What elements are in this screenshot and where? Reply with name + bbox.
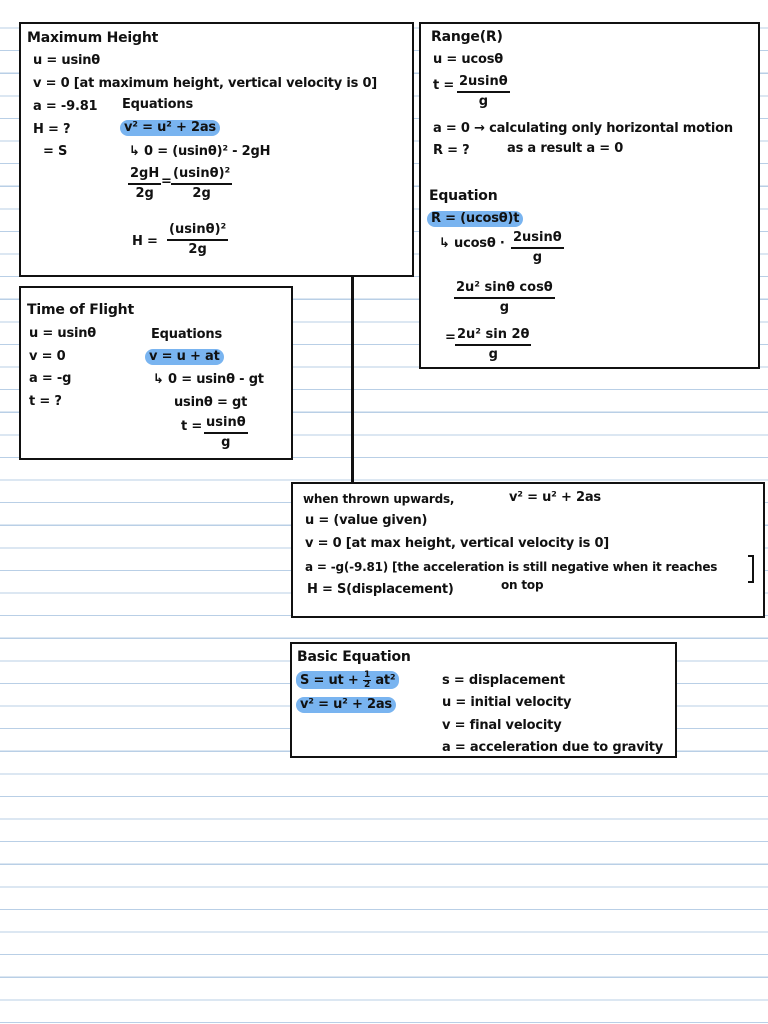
- tof-eq-highlight: v = u + at: [145, 349, 224, 365]
- mh-frac-left-num: 2gH: [128, 166, 162, 185]
- range-eq-highlight: R = (ucosθ)t: [427, 211, 524, 227]
- tu-line1: when thrown upwards,: [303, 492, 455, 506]
- basic-equation-box: Basic Equation S = ut + 1 2 at² v² = u² …: [290, 642, 677, 758]
- mh-a: a = -9.81: [33, 99, 98, 114]
- tof-result-frac: usinθ g: [204, 415, 248, 451]
- range-R: R = ?: [433, 143, 470, 158]
- tu-u: u = (value given): [305, 513, 428, 528]
- max-height-box: Maximum Height u = usinθ v = 0 [at maxim…: [19, 22, 414, 277]
- mh-frac-right-num: (usinθ)²: [171, 166, 233, 185]
- basic-eq1-num: 1: [362, 670, 371, 681]
- tof-result-num: usinθ: [204, 415, 248, 434]
- range-box: Range(R) u = ucosθ t = 2usinθ g a = 0 → …: [419, 22, 760, 369]
- basic-def-a: a = acceleration due to gravity: [442, 740, 664, 755]
- tof-result-den: g: [221, 435, 231, 450]
- range-step1-frac: 2usinθ g: [511, 230, 564, 266]
- range-step3-frac: 2u² sin 2θ g: [455, 327, 532, 363]
- tof-eq-label: Equations: [151, 327, 223, 342]
- range-t-den: g: [478, 94, 488, 109]
- mh-frac-left: 2gH 2g: [128, 166, 162, 202]
- mh-result-label: H =: [132, 234, 158, 249]
- basic-def-u: u = initial velocity: [442, 695, 572, 710]
- range-step1-den: g: [532, 250, 542, 265]
- range-a: a = 0 → calculating only horizontal moti…: [433, 121, 733, 136]
- basic-eq2-highlight: v² = u² + 2as: [296, 697, 396, 713]
- tof-a: a = -g: [29, 371, 72, 386]
- basic-eq1-den: 2: [363, 680, 370, 690]
- range-eq-label: Equation: [429, 188, 498, 204]
- mh-eq-highlight: v² = u² + 2as: [120, 120, 220, 136]
- tof-t: t = ?: [29, 394, 62, 409]
- tu-eq: v² = u² + 2as: [509, 490, 601, 505]
- tof-v: v = 0: [29, 349, 66, 364]
- tu-H: H = S(displacement): [307, 582, 454, 597]
- mh-result-frac: (usinθ)² 2g: [167, 222, 229, 258]
- range-step3-den: g: [488, 347, 498, 362]
- mh-u: u = usinθ: [33, 53, 101, 68]
- basic-eq1-a: S = ut +: [300, 673, 359, 688]
- basic-eq1-b: at²: [375, 673, 396, 688]
- range-note: as a result a = 0: [507, 141, 624, 156]
- range-step3-num: 2u² sin 2θ: [455, 327, 532, 346]
- basic-title: Basic Equation: [297, 649, 411, 665]
- tof-result-label: t =: [181, 419, 203, 434]
- range-t-num: 2usinθ: [457, 74, 510, 93]
- range-t-label: t =: [433, 78, 455, 93]
- mh-S: = S: [43, 144, 68, 159]
- mh-frac-right-den: 2g: [192, 186, 211, 201]
- thrown-upwards-box: when thrown upwards, v² = u² + 2as u = (…: [291, 482, 765, 618]
- mh-frac-right: (usinθ)² 2g: [171, 166, 233, 202]
- tu-a-cont: on top: [501, 578, 544, 592]
- connector-line: [351, 276, 354, 484]
- tu-v: v = 0 [at max height, vertical velocity …: [305, 536, 610, 551]
- tu-a: a = -g(-9.81) [the acceleration is still…: [305, 560, 718, 574]
- tof-step1: ↳ 0 = usinθ - gt: [153, 372, 264, 387]
- tof-title: Time of Flight: [27, 302, 134, 318]
- mh-v: v = 0 [at maximum height, vertical veloc…: [33, 76, 378, 91]
- mh-result-den: 2g: [188, 242, 207, 257]
- mh-eq-label: Equations: [122, 97, 194, 112]
- range-t-frac: 2usinθ g: [457, 74, 510, 110]
- mh-step1: ↳ 0 = (usinθ)² - 2gH: [129, 144, 271, 159]
- basic-def-s: s = displacement: [442, 673, 565, 688]
- basic-def-v: v = final velocity: [442, 718, 562, 733]
- range-step1-num: 2usinθ: [511, 230, 564, 249]
- tu-bracket: [748, 555, 754, 583]
- max-height-title: Maximum Height: [27, 30, 159, 46]
- basic-eq1-half: 1 2: [362, 670, 371, 690]
- range-step2-num: 2u² sinθ cosθ: [454, 280, 555, 299]
- range-title: Range(R): [431, 29, 503, 45]
- range-step1: ↳ ucosθ ·: [439, 236, 505, 251]
- range-step2-den: g: [499, 300, 510, 315]
- range-step3-label: =: [445, 330, 456, 345]
- mh-H: H = ?: [33, 122, 71, 137]
- tof-u: u = usinθ: [29, 326, 97, 341]
- range-u: u = ucosθ: [433, 52, 503, 67]
- time-of-flight-box: Time of Flight u = usinθ Equations v = 0…: [19, 286, 293, 460]
- mh-result-num: (usinθ)²: [167, 222, 229, 241]
- basic-eq1-highlight: S = ut + 1 2 at²: [296, 670, 400, 690]
- tof-step2: usinθ = gt: [174, 395, 248, 410]
- mh-frac-eq: =: [161, 174, 172, 189]
- mh-frac-left-den: 2g: [135, 186, 154, 201]
- range-step2-frac: 2u² sinθ cosθ g: [454, 280, 555, 316]
